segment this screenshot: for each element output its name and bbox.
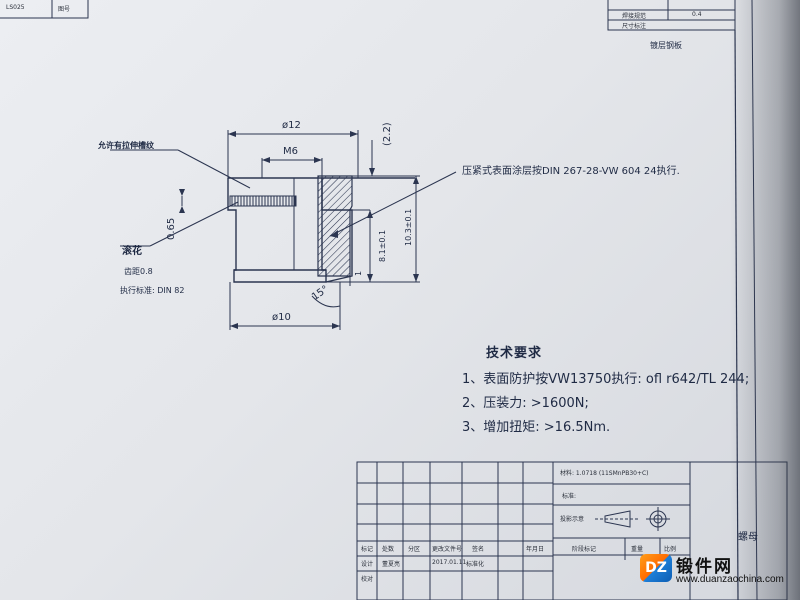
leader-knurl <box>149 201 239 247</box>
dim-arc-15 <box>311 295 341 308</box>
tech-item-2: 2、压装力: >1600N; <box>462 396 589 411</box>
dim-103: 10.3±0.1 <box>404 208 413 246</box>
dimension-arrows <box>179 131 419 329</box>
dim-m6: M6 <box>283 146 298 157</box>
projection-symbol <box>595 507 670 531</box>
tech-item-1: 1、表面防护按VW13750执行: ofl r642/TL 244; <box>462 372 750 387</box>
corner-row2-label: 焊接规范 <box>622 13 647 20</box>
hatched-section <box>317 175 353 277</box>
dim-81: 8.1±0.1 <box>378 229 387 262</box>
corner-block-outline <box>0 0 89 19</box>
dim-065: 0.65 <box>166 217 177 240</box>
site-watermark: DZ 锻件网 www.duanzaochina.com <box>640 552 800 600</box>
leader-press-note <box>329 171 457 237</box>
note-press: 压紧式表面涂层按DIN 267-28-VW 604 24执行. <box>462 166 680 177</box>
dim-22: (2.2) <box>382 122 393 146</box>
note-knurl-pitch: 齿距0.8 <box>124 267 153 276</box>
leader-thread-note <box>177 149 251 189</box>
tb-projection: 投影示意 <box>560 516 585 523</box>
tb-count: 处数 <box>382 546 395 553</box>
tech-item-3: 3、增加扭矩: >16.5Nm. <box>462 420 611 435</box>
logo-url: www.duanzaochina.com <box>676 574 784 585</box>
corner-code: LS025 <box>6 4 25 11</box>
tb-weight: 重量 <box>631 546 644 553</box>
tb-sign: 签名 <box>472 546 485 553</box>
dim-1: 1 <box>354 270 363 276</box>
tb-standard: 标准: <box>562 493 577 500</box>
tb-scale: 比例 <box>664 546 677 553</box>
knurl-zone <box>229 195 297 207</box>
corner-row3-label: 尺寸标注 <box>622 23 647 30</box>
tb-design-date: 2017.01.11 <box>432 559 467 566</box>
tb-designer: 董夏亮 <box>382 561 401 568</box>
page-shadow <box>730 0 800 600</box>
logo-icon: DZ <box>640 554 672 582</box>
corner-row2-value: 0.4 <box>692 11 702 18</box>
note-knurl-std: 执行标准: DIN 82 <box>120 286 185 295</box>
logo-name: 锻件网 <box>676 557 733 577</box>
tb-material: 材料: 1.0718 (11SMnPB30+C) <box>560 470 649 477</box>
corner-title: 镀层钢板 <box>650 41 682 50</box>
tech-title: 技术要求 <box>486 346 543 361</box>
note-knurl-label: 滚花 <box>122 246 142 257</box>
tb-zone: 分区 <box>408 546 421 553</box>
tb-design: 设计 <box>361 561 374 568</box>
corner-label: 图号 <box>58 6 71 13</box>
tb-stdize: 标准化 <box>466 561 485 568</box>
tb-mark: 标记 <box>361 546 374 553</box>
note-thread: 允许有拉伸槽纹 <box>98 141 154 150</box>
tb-check: 校对 <box>361 576 374 583</box>
tb-date: 年月日 <box>526 546 545 553</box>
tb-part-name: 螺母 <box>738 532 758 543</box>
dim-d10: ø10 <box>272 312 291 323</box>
tb-stage: 阶段标记 <box>572 546 597 553</box>
dim-d12: ø12 <box>282 120 301 131</box>
tb-doc: 更改文件号 <box>432 546 463 553</box>
